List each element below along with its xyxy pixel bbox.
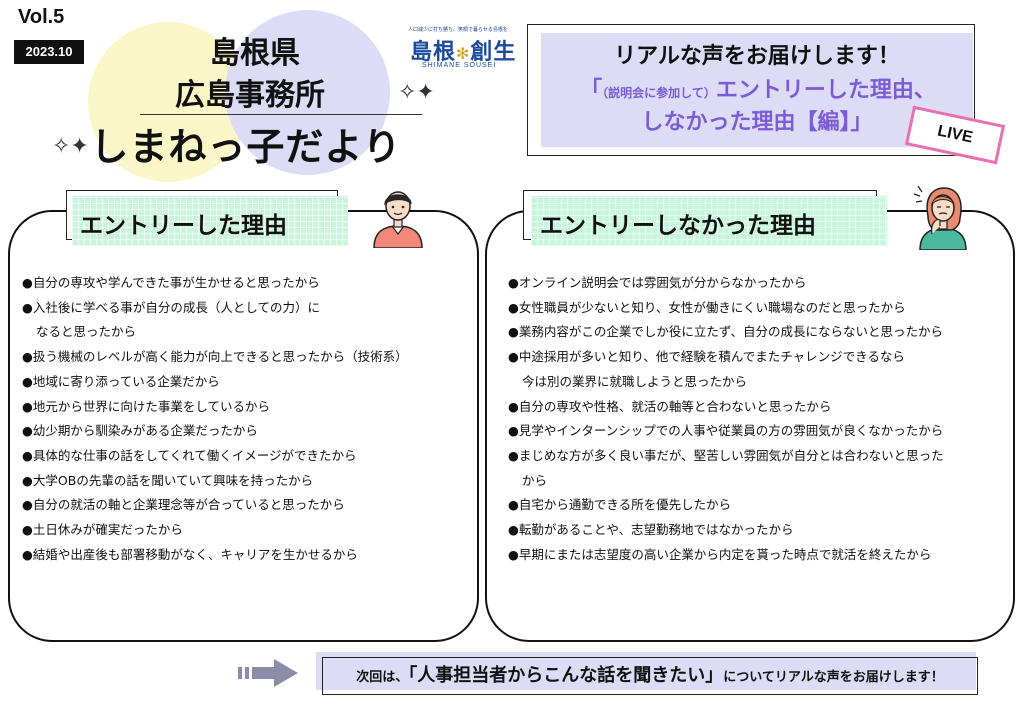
- title-prefecture: 島根県: [210, 36, 300, 71]
- logo-tagline: 人口減少に打ち勝ち、笑顔で暮らせる島根をつくる: [408, 27, 508, 33]
- footer-frame: [322, 657, 978, 695]
- entry-heading: エントリーした理由: [80, 213, 287, 239]
- newsletter-title: しまねっ子だより: [90, 125, 402, 169]
- star-icon: ✻: [456, 44, 471, 63]
- no-entry-reasons-panel: [485, 210, 1015, 642]
- sparkle-icon: ✧✦: [398, 80, 435, 105]
- entry-reasons-panel: [8, 210, 479, 642]
- logo-subtitle: SHIMANE SOUSEI: [422, 62, 497, 69]
- woman-avatar-icon: [913, 185, 967, 250]
- list-item: ●結婚や出産後も部署移動がなく、キャリアを生かせるから: [22, 546, 358, 562]
- list-item: ●中途採用が多いと知り、他で経験を積んでまたチャレンジできるなら: [508, 349, 905, 365]
- no-entry-heading: エントリーしなかった理由: [540, 213, 816, 239]
- arrow-right-icon: [238, 659, 298, 687]
- logo-name-part1: 島根: [410, 40, 457, 65]
- list-item: ●転勤があることや、志望勤務地ではなかったから: [508, 522, 794, 538]
- list-item: ●幼少期から馴染みがある企業だったから: [22, 423, 258, 439]
- sparkle-icon: ✧✦: [52, 134, 89, 159]
- entry-heading-background: [72, 196, 348, 246]
- list-item: ●自分の専攻や性格、就活の軸等と合わないと思ったから: [508, 398, 832, 414]
- list-item-continuation: から: [522, 472, 548, 488]
- list-item: ●女性職員が少ないと知り、女性が働きにくい職場なのだと思ったから: [508, 299, 906, 315]
- list-item: ●業務内容がこの企業でしか役に立たず、自分の成長にならないと思ったから: [508, 324, 944, 340]
- banner-frame: [527, 24, 975, 156]
- list-item: ●土日休みが確実だったから: [22, 522, 183, 538]
- logo-wordmark: 島根✻創生: [410, 34, 516, 66]
- list-item-continuation: 今は別の業界に就職しようと思ったから: [522, 373, 748, 389]
- list-item: ●まじめな方が多く良い事だが、堅苦しい雰囲気が自分とは合わないと思った: [508, 447, 944, 463]
- entry-reasons-list: ●自分の専攻や学んできた事が生かせると思ったから ●入社後に学べる事が自分の成長（…: [22, 271, 408, 567]
- next-issue-suffix: についてリアルな声をお届けします！: [723, 670, 944, 685]
- banner-headline: リアルな声をお届けします！: [614, 44, 900, 69]
- banner-subtitle-line2: しなかった理由【編】」: [641, 110, 873, 135]
- man-avatar-icon: [373, 191, 423, 248]
- list-item: ●大学OBの先輩の話を聞いていて興味を持ったから: [22, 472, 314, 488]
- list-item-continuation: なると思ったから: [36, 324, 137, 340]
- banner-subtitle-line1: 「（説明会に参加して）エントリーした理由、: [580, 78, 936, 103]
- list-item: ●自分の専攻や学んできた事が生かせると思ったから: [22, 275, 320, 290]
- list-item: ●扱う機械のレベルが高く能力が向上できると思ったから（技術系）: [22, 349, 408, 365]
- title-divider: [140, 114, 422, 115]
- logo-name-part2: 創生: [470, 40, 517, 65]
- list-item: ●具体的な仕事の話をしてくれて働くイメージができたから: [22, 447, 357, 463]
- shimane-sousei-logo: 人口減少に打ち勝ち、笑顔で暮らせる島根をつくる 島根✻創生 SHIMANE SO…: [408, 26, 515, 76]
- banner-background: [541, 33, 973, 147]
- no-entry-heading-background: [531, 196, 887, 246]
- no-entry-reasons-list: ●オンライン説明会では雰囲気が分からなかったから ●女性職員が少ないと知り、女性が…: [508, 271, 944, 567]
- list-item: ●地元から世界に向けた事業をしているから: [22, 398, 271, 414]
- footer-background: [316, 652, 976, 690]
- volume-label: Vol.5: [18, 6, 65, 28]
- list-item: ●自宅から通勤できる所を優先したから: [508, 497, 732, 513]
- list-item: ●オンライン説明会では雰囲気が分からなかったから: [508, 275, 807, 290]
- next-issue-prefix: 次回は、: [356, 670, 409, 685]
- decorative-yellow-circle: [88, 22, 248, 182]
- next-issue-topic: 「人事担当者からこんな話を聞きたい」: [408, 665, 724, 686]
- banner-small-note: （説明会に参加して）: [602, 86, 716, 100]
- decorative-lavender-circle: [225, 10, 390, 175]
- title-office: 広島事務所: [175, 78, 325, 113]
- list-item: ●入社後に学べる事が自分の成長（人としての力）に: [22, 299, 321, 315]
- list-item: ●見学やインターンシップでの人事や従業員の方の雰囲気が良くなかったから: [508, 423, 944, 439]
- next-issue-notice: 次回は、「人事担当者からこんな話を聞きたい」についてリアルな声をお届けします！: [322, 661, 978, 687]
- list-item: ●地域に寄り添っている企業だから: [22, 373, 220, 389]
- list-item: ●自分の就活の軸と企業理念等が合っていると思ったから: [22, 497, 345, 513]
- issue-date-badge: 2023.10: [14, 40, 84, 64]
- list-item: ●早期にまたは志望度の高い企業から内定を貰った時点で就活を終えたから: [508, 546, 932, 562]
